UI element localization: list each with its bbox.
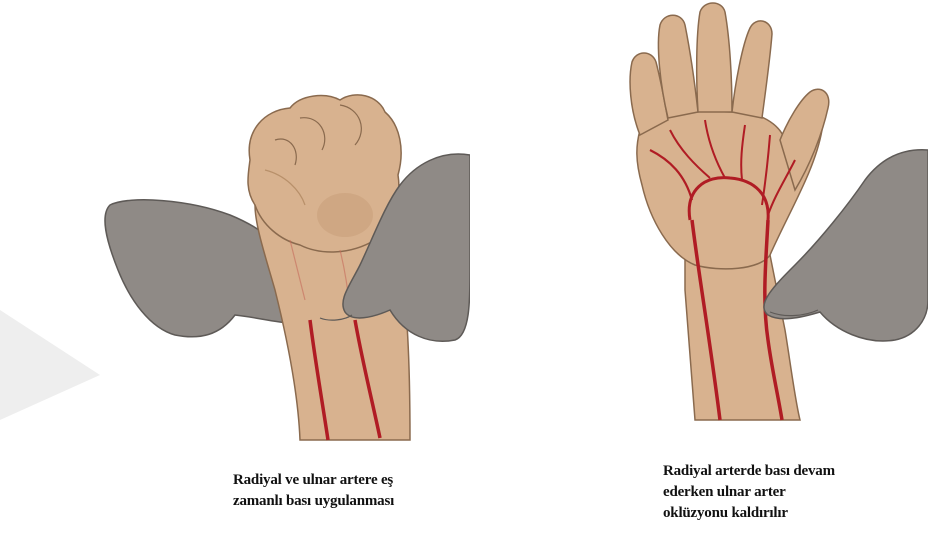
caption-right-line-1: Radiyal arterde bası devam [663,461,903,482]
caption-left-line-2: zamanlı bası uygulanması [233,491,473,512]
finger-index [732,21,772,118]
caption-right: Radiyal arterde bası devam ederken ulnar… [663,461,903,524]
illustration-fist-compression [0,0,470,460]
illustration-open-palm-compression [470,0,928,460]
caption-right-line-2: ederken ulnar arter [663,482,903,503]
figure-right-ulnar-release: Radiyal arterde bası devam ederken ulnar… [470,0,928,533]
forearm-right [685,247,800,420]
caption-left-line-1: Radiyal ve ulnar artere eş [233,470,473,491]
finger-middle [697,3,732,112]
finger-ring [658,15,698,118]
figure-left-simultaneous-compression: Radiyal ve ulnar artere eş zamanlı bası … [0,0,470,533]
caption-left: Radiyal ve ulnar artere eş zamanlı bası … [233,470,473,512]
caption-right-line-3: oklüzyonu kaldırılır [663,503,903,524]
